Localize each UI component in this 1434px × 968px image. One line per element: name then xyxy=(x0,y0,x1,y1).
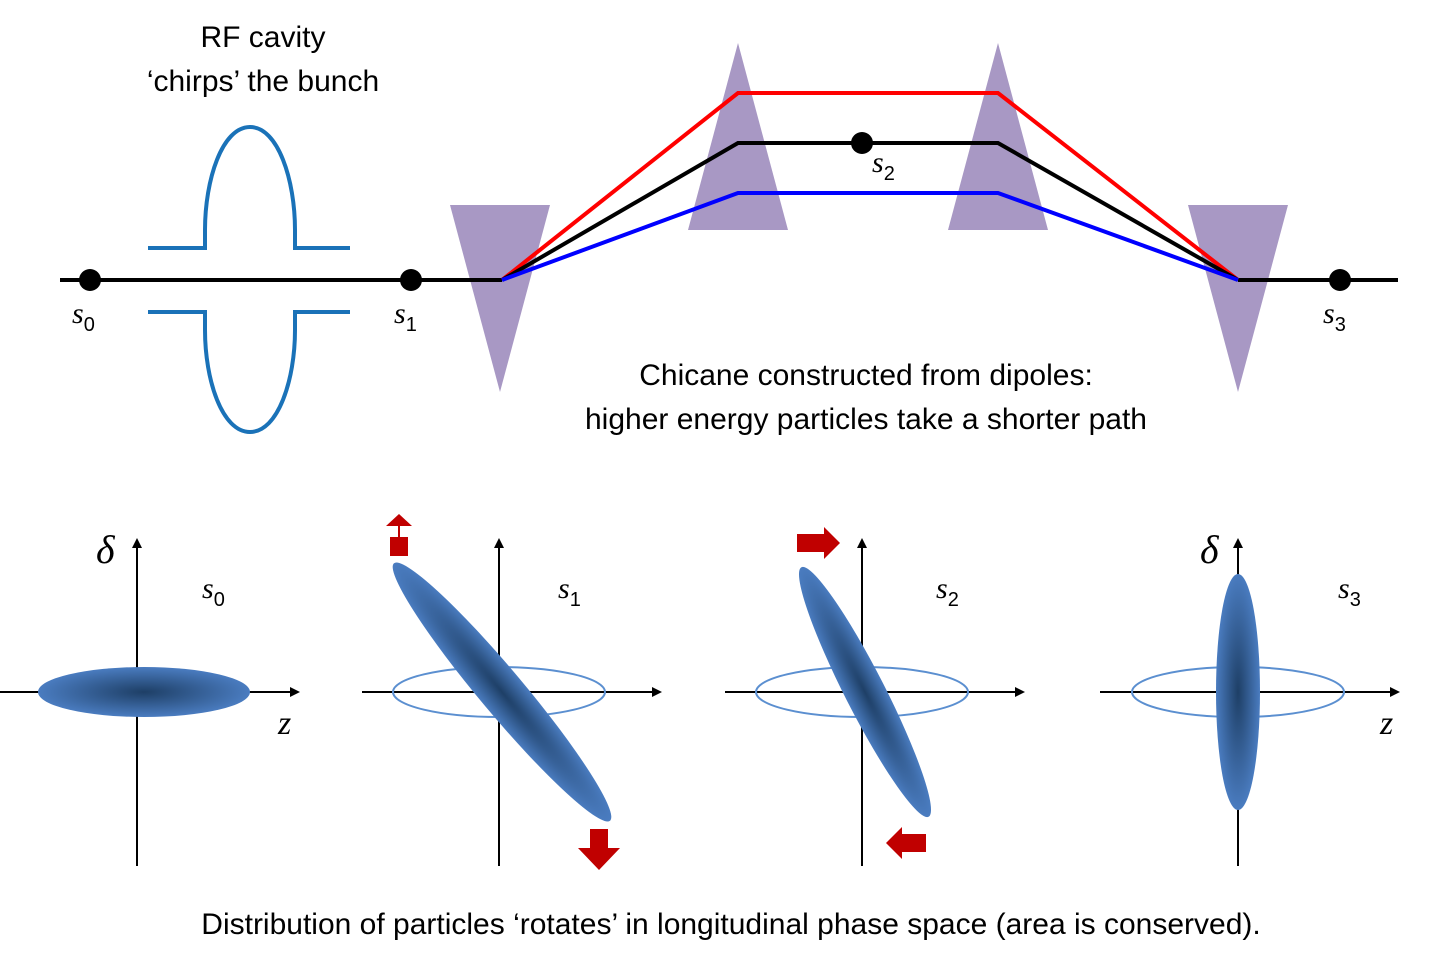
rf-cavity-subtitle: ‘chirps’ the bunch xyxy=(147,65,379,98)
label-s1-top: s1 xyxy=(394,297,417,336)
dipole-3 xyxy=(948,43,1048,230)
delta-label-3: δ xyxy=(1200,527,1220,572)
dipole-magnets xyxy=(450,43,1288,392)
bottom-caption: Distribution of particles ‘rotates’ in l… xyxy=(201,908,1260,941)
panel-label-s0: s0 xyxy=(202,572,225,611)
panel-label-s1: s1 xyxy=(558,572,581,611)
bunch-ellipse-2 xyxy=(798,566,932,818)
arrow-up-icon xyxy=(386,514,412,556)
rf-cavity-lower xyxy=(148,310,350,435)
point-s2 xyxy=(851,132,873,154)
delta-label-0: δ xyxy=(96,527,116,572)
bunch-ellipse-1 xyxy=(392,562,612,822)
rf-cavity-upper xyxy=(148,124,350,250)
phase-panel-s1: s1 xyxy=(362,514,662,870)
point-s3 xyxy=(1329,269,1351,291)
label-s0-top: s0 xyxy=(72,297,95,336)
phase-panel-s3: δ z s3 xyxy=(1100,527,1400,866)
phase-panel-s0: δ z s0 xyxy=(0,527,300,866)
dipole-4 xyxy=(1188,205,1288,392)
bunch-ellipse-0 xyxy=(38,667,250,717)
panel-label-s2: s2 xyxy=(936,572,959,611)
bunch-ellipse-3 xyxy=(1216,574,1260,810)
phase-panel-s2: s2 xyxy=(725,527,1025,866)
dipole-1 xyxy=(450,205,550,392)
label-s2-top: s2 xyxy=(872,146,895,185)
label-s3-top: s3 xyxy=(1323,297,1346,336)
panel-label-s3: s3 xyxy=(1338,572,1361,611)
rf-cavity xyxy=(148,124,350,435)
arrow-right-icon xyxy=(797,527,840,559)
point-s0 xyxy=(79,269,101,291)
path-high-energy-red xyxy=(500,91,1240,282)
arrow-left-icon xyxy=(886,827,926,859)
dipole-2 xyxy=(688,43,788,230)
arrow-down-icon xyxy=(578,829,620,870)
chicane-caption-line2: higher energy particles take a shorter p… xyxy=(585,403,1147,436)
chicane-caption-line1: Chicane constructed from dipoles: xyxy=(639,359,1093,392)
z-label-0: z xyxy=(277,705,291,742)
path-low-energy-blue xyxy=(501,191,1239,282)
rf-cavity-title: RF cavity xyxy=(200,21,325,54)
path-nominal-black xyxy=(500,141,1239,282)
z-label-3: z xyxy=(1379,705,1393,742)
point-s1 xyxy=(400,269,422,291)
